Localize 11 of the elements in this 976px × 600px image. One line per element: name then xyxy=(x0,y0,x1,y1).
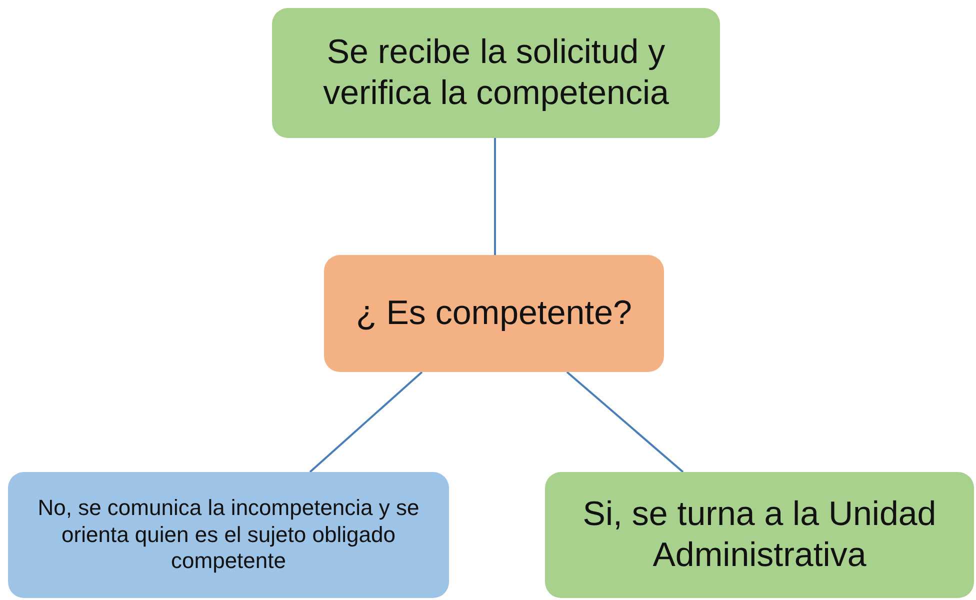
connector-line xyxy=(494,138,496,255)
connector-line xyxy=(566,371,684,473)
box-label: ¿ Es competente? xyxy=(356,293,632,334)
outcome-box xyxy=(545,472,974,598)
connector-line xyxy=(309,371,423,473)
box-label: Se recibe la solicitud y verifica la competencia xyxy=(322,32,670,114)
outcome-box xyxy=(8,472,449,598)
box-label: No, se comunica la incompetencia y se orienta quien es el sujeto obligado competente xyxy=(36,495,420,575)
process-box xyxy=(272,8,720,138)
box-label: Si, se turna a la Unidad Administrativa xyxy=(582,494,938,576)
decision-box xyxy=(324,255,664,372)
